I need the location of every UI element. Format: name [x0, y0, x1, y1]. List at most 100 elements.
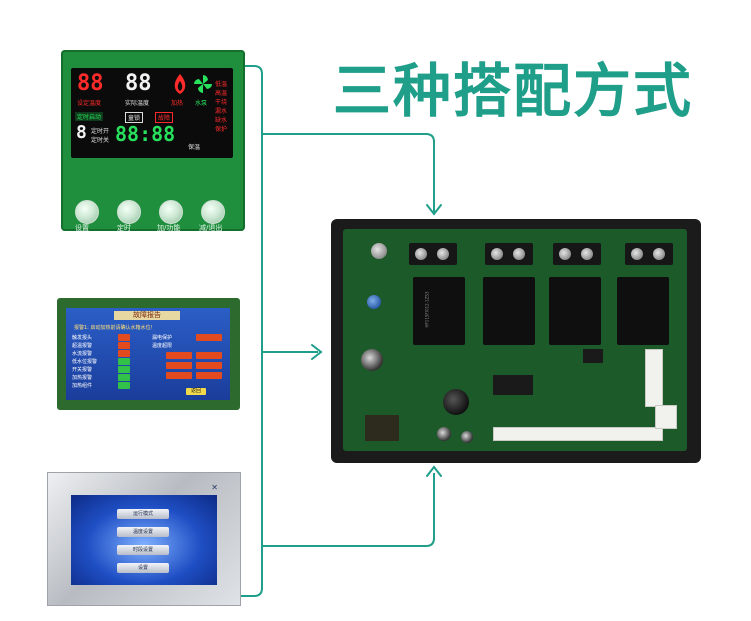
pcb: HF115F/012-1ZS3 [343, 229, 687, 451]
hmi-indicator [118, 358, 130, 365]
scheduled-start-label: 定时启动 [75, 112, 104, 121]
hmi-title: 故障报告 [114, 311, 180, 320]
relay-model-text: HF115F/012-1ZS3 [424, 291, 430, 328]
bracket-line [240, 65, 263, 597]
hmi-row-2: 超温报警 [72, 343, 93, 349]
timer-on-label: 定时开 [91, 128, 110, 135]
actual-temp-label: 实际温度 [125, 100, 150, 107]
logo-icon: ✕ [211, 483, 218, 492]
hmi-row-6: 加热报警 [72, 375, 93, 381]
hmi-red-button[interactable] [196, 372, 222, 379]
fan-icon [194, 75, 212, 93]
screw-icon [491, 248, 503, 260]
knob-label-minus: 减/退出 [199, 224, 223, 232]
pump-label: 水泵 [195, 100, 208, 107]
connector-strip [655, 405, 677, 429]
capacitor [367, 295, 381, 309]
knob-label-plus: 加/功能 [157, 224, 181, 232]
fault-label: 故障 [155, 112, 174, 123]
screw-icon [559, 248, 571, 260]
hmi-panel: 故障报告 报警1: 启动加热前请确认水箱水位！ 触发报头 超温报警 水流报警 低… [57, 298, 240, 410]
hmi-indicator [118, 374, 130, 381]
terminal-block [625, 243, 673, 265]
connector-strip [645, 349, 663, 407]
hmi-indicator [118, 350, 130, 357]
touch-screen: 运行模式 温度设置 时段设置 设置 [71, 495, 217, 585]
side-label-high-temp: 高温 [215, 90, 228, 97]
chip [493, 375, 533, 395]
clock-digits: 88:88 [115, 122, 176, 146]
relay: HF115F/012-1ZS3 [413, 277, 465, 345]
touch-button-temp[interactable]: 温度设置 [117, 527, 169, 537]
terminal-block [409, 243, 457, 265]
touch-button-mode[interactable]: 运行模式 [117, 509, 169, 519]
hmi-indicator [118, 366, 130, 373]
touch-button-schedule[interactable]: 时段设置 [117, 545, 169, 555]
side-label-low-water: 缺水 [215, 117, 228, 124]
terminal-block [553, 243, 601, 265]
hmi-red-button[interactable] [166, 372, 192, 379]
timer-off-label: 定时关 [91, 137, 110, 144]
arrow-line-top [262, 133, 435, 212]
led-display: 88 88 设定温度 实际温度 加热 水泵 定时启动 童锁 故障 8 定时开 定… [71, 68, 233, 158]
arrowhead-top [426, 204, 442, 216]
knob-plus[interactable] [159, 200, 183, 224]
screw-icon [653, 248, 665, 260]
screw-icon [631, 248, 643, 260]
capacitor [361, 349, 383, 371]
arrow-line-bottom [262, 473, 435, 547]
buzzer [443, 389, 469, 415]
side-labels: 低温 高温 干烧 漏水 缺水 保护 [215, 80, 229, 134]
screw-icon [581, 248, 593, 260]
controller-board: HF115F/012-1ZS3 [331, 219, 701, 463]
arrowhead-middle [311, 344, 323, 360]
touch-panel: ✕ 运行模式 温度设置 时段设置 设置 [47, 472, 241, 606]
hmi-red-button[interactable] [166, 352, 192, 359]
connector-strip [493, 427, 663, 441]
screw-icon [437, 248, 449, 260]
flame-icon [174, 74, 186, 94]
hmi-row-1: 触发报头 [72, 335, 93, 341]
side-label-dry-burn: 干烧 [215, 99, 228, 106]
keep-warm-label: 保温 [188, 144, 201, 151]
hmi-indicator [118, 382, 130, 389]
hmi-row-5: 开关报警 [72, 367, 93, 373]
relay [483, 277, 535, 345]
knob-set[interactable] [75, 200, 99, 224]
led-control-panel: 88 88 设定温度 实际温度 加热 水泵 定时启动 童锁 故障 8 定时开 定… [61, 50, 245, 232]
timer-digit: 8 [76, 122, 87, 143]
hmi-row-4: 低水位报警 [72, 359, 98, 365]
side-label-leak: 漏水 [215, 108, 228, 115]
knob-label-set: 设置 [75, 224, 89, 232]
arrowhead-bottom [426, 465, 442, 477]
knob-timer[interactable] [117, 200, 141, 224]
actual-temp-digits: 88 [125, 71, 152, 96]
set-temp-digits: 88 [77, 71, 104, 96]
terminal-block [485, 243, 533, 265]
hmi-row-3: 水流报警 [72, 351, 93, 357]
relay [549, 277, 601, 345]
side-label-protect: 保护 [215, 126, 228, 133]
chip [583, 349, 603, 363]
transformer [365, 415, 399, 441]
hmi-indicator [118, 342, 130, 349]
hmi-alarm-text: 报警1: 启动加热前请确认水箱水位！ [74, 325, 156, 331]
touch-button-settings[interactable]: 设置 [117, 563, 169, 573]
hmi-return-button[interactable]: 返回 [186, 388, 206, 395]
knob-label-timer: 定时 [117, 224, 131, 232]
heat-label: 加热 [171, 100, 184, 107]
potentiometer-icon [371, 243, 387, 259]
hmi-red-button[interactable] [166, 362, 192, 369]
knob-minus[interactable] [201, 200, 225, 224]
hmi-red-button[interactable] [196, 362, 222, 369]
hmi-red-button[interactable] [196, 352, 222, 359]
capacitor [437, 427, 451, 441]
side-label-low-temp: 低温 [215, 81, 228, 88]
screw-icon [415, 248, 427, 260]
hmi-status-1: 漏电保护 [152, 335, 173, 341]
hmi-screen: 故障报告 报警1: 启动加热前请确认水箱水位！ 触发报头 超温报警 水流报警 低… [66, 308, 230, 400]
screw-icon [513, 248, 525, 260]
hmi-red-button[interactable] [196, 334, 222, 341]
hmi-row-7: 加热组件 [72, 383, 93, 389]
